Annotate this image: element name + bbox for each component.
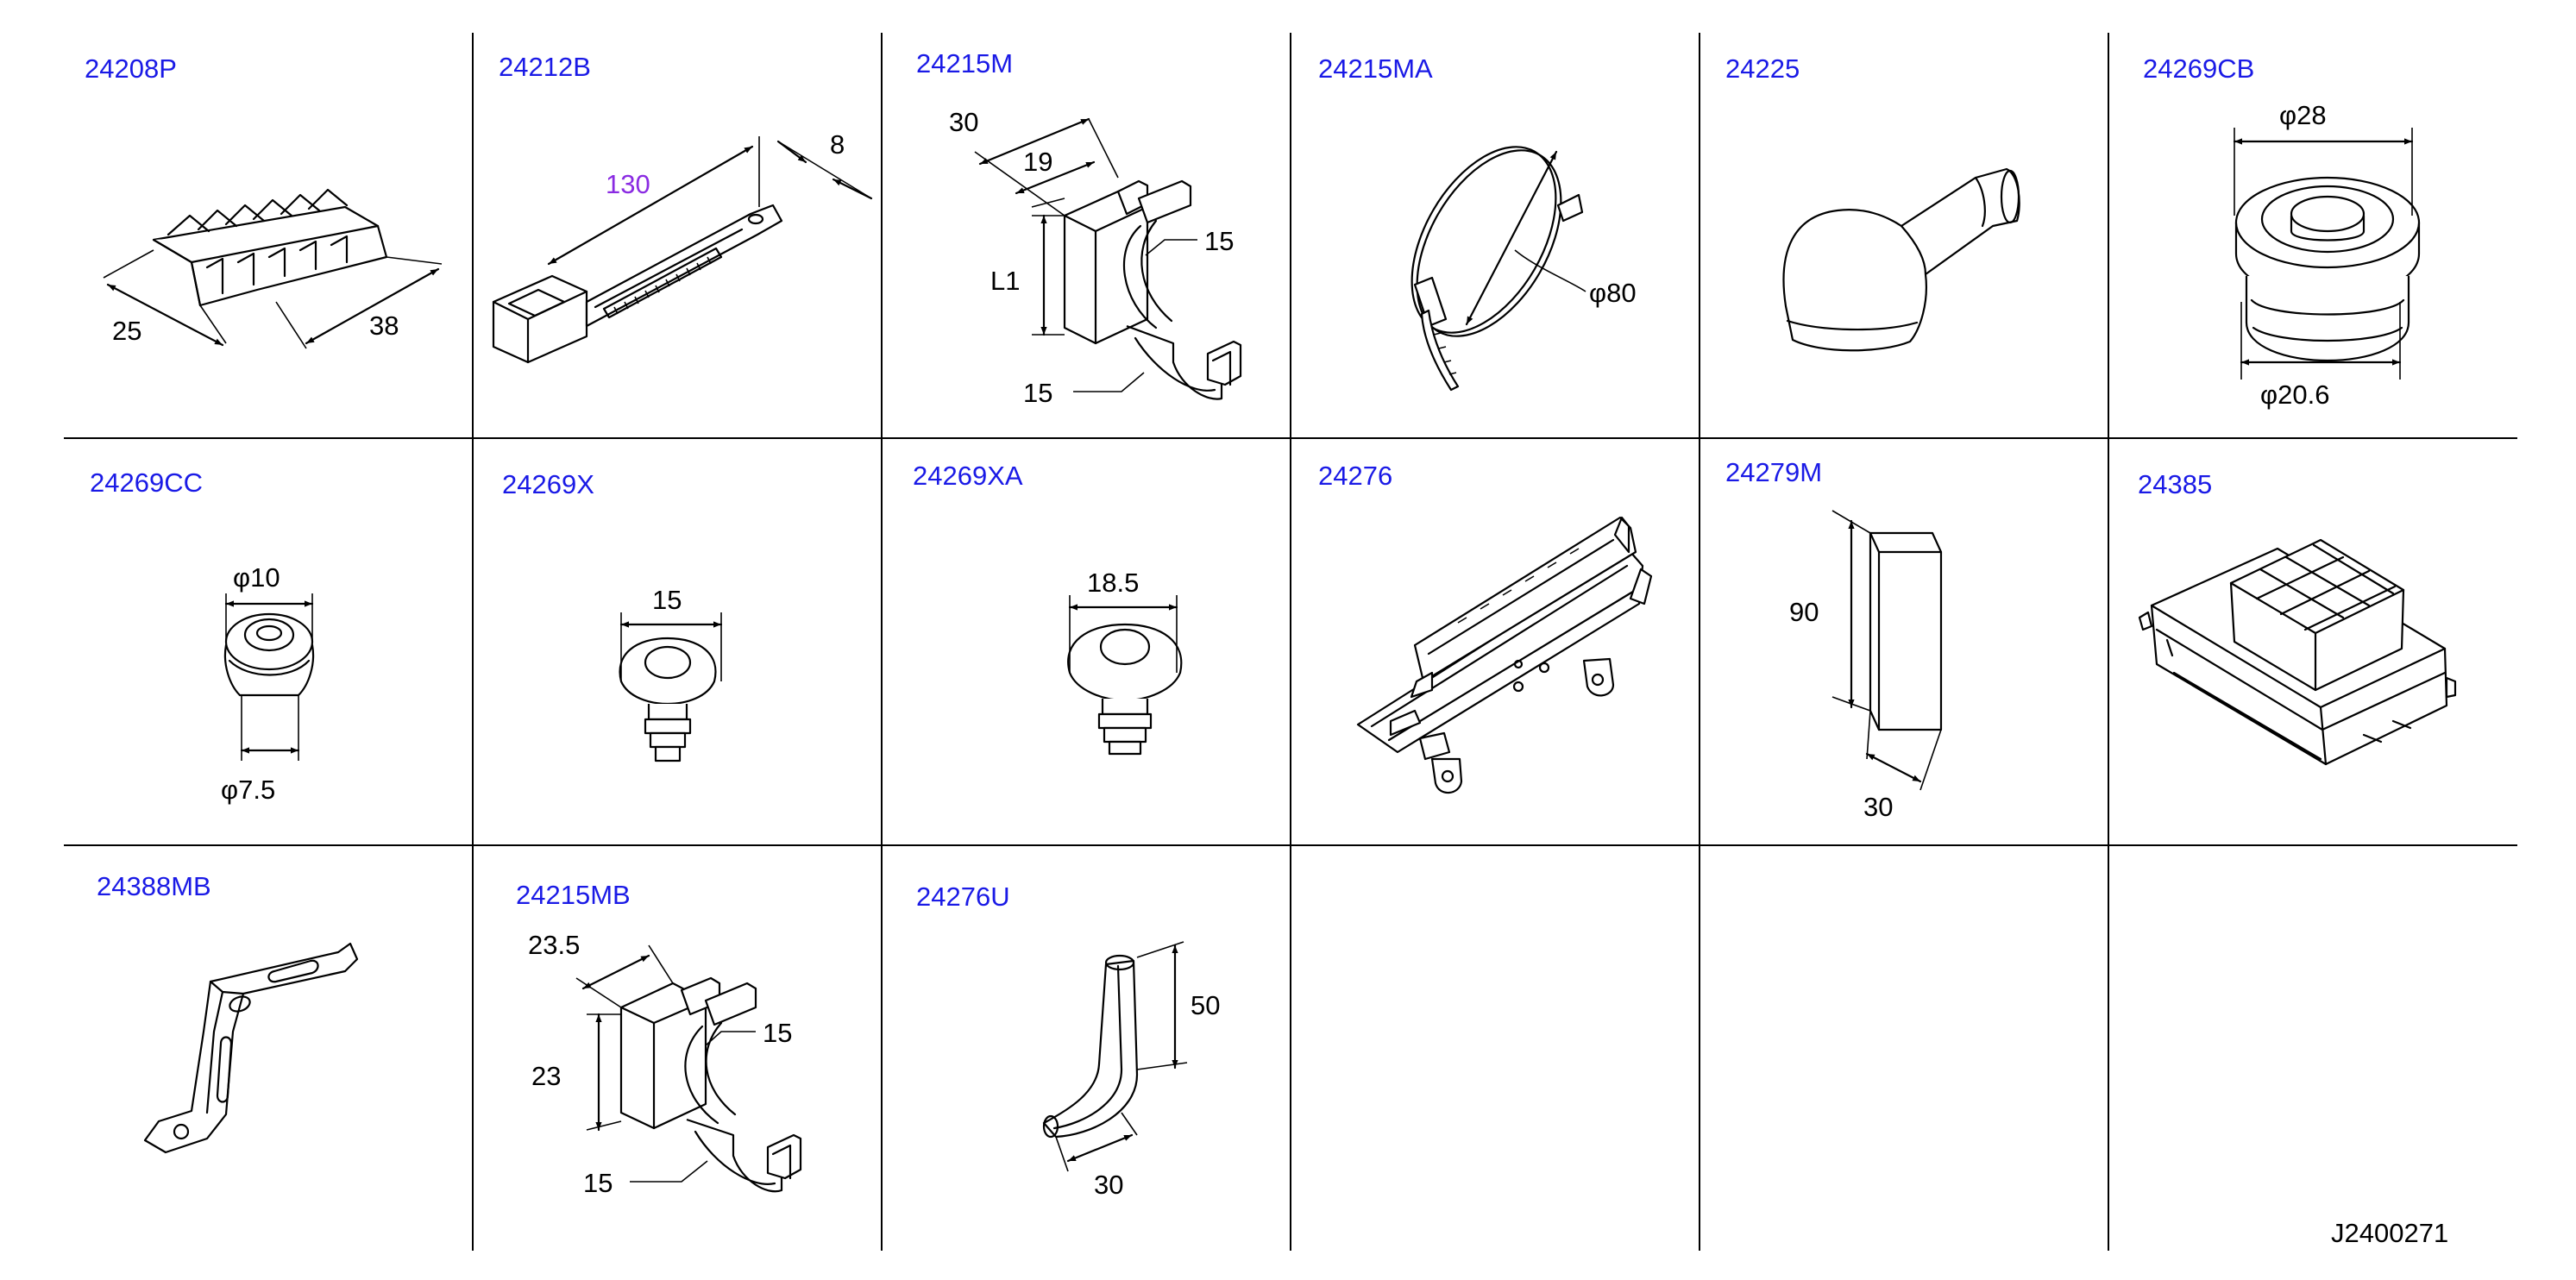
part-number: 24208P (85, 53, 177, 84)
dimension-label: 23 (531, 1061, 561, 1091)
cell-24269XA: 24269XA 18.5 (913, 461, 1183, 756)
part-number: 24279M (1725, 457, 1822, 487)
dimension-label: φ7.5 (221, 775, 275, 805)
push-clip-illustration (619, 637, 717, 762)
fuse-box-illustration (2138, 538, 2457, 766)
dimension-label: 30 (1094, 1170, 1123, 1200)
part-number: 24269X (502, 469, 594, 499)
cell-24269CB: 24269CB φ28 φ20.6 (2143, 53, 2421, 410)
cell-24269X: 24269X 15 (502, 469, 723, 762)
dimension-label: 90 (1789, 597, 1819, 627)
dimension-label: 38 (369, 311, 399, 341)
part-number: 24269CB (2143, 53, 2254, 84)
part-number: 24269CC (90, 467, 203, 498)
dimension-label: 30 (1863, 792, 1893, 822)
cell-24269CC: 24269CC φ10 φ7.5 (90, 467, 315, 805)
part-number: 24269XA (913, 461, 1023, 491)
grid-lines (64, 33, 2517, 1251)
dimension-label: 18.5 (1087, 568, 1139, 598)
bracket-rail-illustration (1356, 516, 1653, 794)
cell-24225: 24225 (1725, 53, 2020, 352)
part-number: 24215MB (516, 880, 631, 910)
dimension-label: 15 (652, 585, 682, 615)
cell-24215M: 24215M 30 19 L1 15 15 (916, 48, 1242, 408)
part-number: 24388MB (97, 871, 211, 901)
dimension-label: 25 (112, 316, 141, 346)
boot-cover-illustration (1782, 167, 2020, 352)
part-number: 24225 (1725, 53, 1800, 84)
harness-protector-illustration (152, 188, 388, 307)
dimension-label: 15 (1023, 378, 1052, 408)
push-clip-large-illustration (1067, 623, 1183, 756)
dimension-label: 15 (1204, 226, 1234, 256)
dimension-label: L1 (990, 266, 1020, 296)
dimension-label: φ10 (233, 562, 280, 593)
cell-24388MB: 24388MB (97, 871, 359, 1154)
cell-24215MB: 24215MB 23.5 23 15 15 (516, 880, 802, 1198)
dimension-label: 15 (583, 1168, 613, 1198)
cell-24279M: 24279M 90 30 (1725, 457, 1943, 822)
cell-24276: 24276 (1318, 461, 1653, 794)
dimension-label: φ20.6 (2260, 380, 2329, 410)
dimension-label: 19 (1023, 147, 1052, 177)
cable-tie-illustration (492, 204, 783, 364)
dimension-label: φ80 (1589, 278, 1637, 308)
angle-bracket-illustration (143, 942, 359, 1154)
dimension-label: 23.5 (528, 930, 580, 960)
dimension-label: 15 (763, 1018, 792, 1048)
part-number: 24215MA (1318, 53, 1433, 84)
clip-illustration (1063, 179, 1242, 400)
clip-b-illustration (619, 976, 802, 1193)
cell-24212B: 24212B 130 8 (492, 52, 873, 364)
part-number: 24276U (916, 882, 1010, 912)
dimension-label: φ28 (2279, 100, 2327, 130)
dimension-label: 50 (1191, 990, 1220, 1020)
dimension-label: 30 (949, 107, 978, 137)
cell-24208P: 24208P 25 38 (85, 53, 443, 349)
cell-24385: 24385 (2138, 469, 2457, 766)
pad-block-illustration (1869, 531, 1943, 731)
band-clamp-illustration (1411, 146, 1584, 392)
callout-label: 130 (606, 169, 650, 199)
part-number: 24385 (2138, 469, 2212, 499)
grommet-illustration (2234, 176, 2421, 362)
cell-24276U: 24276U 50 30 (916, 882, 1220, 1200)
elbow-protector-illustration (1042, 954, 1139, 1139)
drawing-number: J2400271 (2331, 1218, 2448, 1248)
part-number: 24276 (1318, 461, 1392, 491)
cell-24215MA: 24215MA φ80 (1318, 53, 1637, 392)
part-number: 24215M (916, 48, 1013, 78)
part-number: 24212B (499, 52, 591, 82)
dimension-label: 8 (830, 129, 845, 160)
small-grommet-illustration (223, 612, 315, 697)
